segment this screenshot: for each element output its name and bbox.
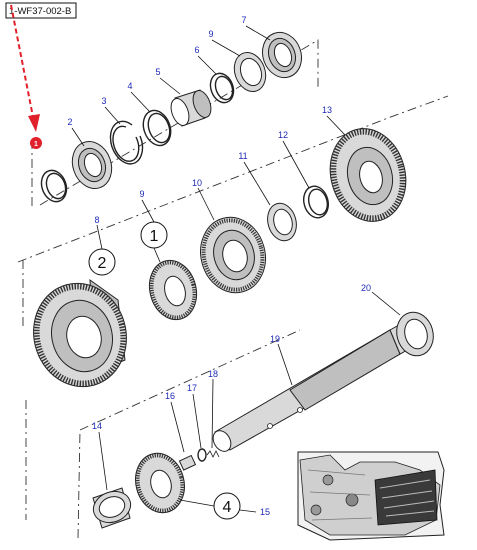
callout-7: 7 — [241, 15, 246, 25]
callout-8: 8 — [94, 215, 99, 225]
part-20-bearing — [396, 311, 434, 357]
part-4-ring — [142, 109, 172, 147]
part-8-large-gear — [33, 278, 127, 388]
part-11-bearing — [267, 202, 297, 242]
part-16-pin — [178, 454, 197, 471]
part-6-ring — [209, 72, 235, 104]
callout-14: 14 — [92, 421, 102, 431]
callout-9: 9 — [208, 29, 213, 39]
circled-label-4: 4 — [213, 492, 241, 520]
callout-numbers: 2 3 4 5 6 9 7 8 9 10 11 12 13 19 20 16 1… — [67, 15, 371, 517]
part-9-gear — [148, 259, 198, 321]
callout-4: 4 — [127, 81, 132, 91]
circled-label-2-text: 2 — [98, 255, 107, 272]
dashed-frame-top — [31, 39, 319, 210]
marker-label: 1 — [34, 141, 38, 148]
part-18-spring — [206, 450, 220, 458]
callout-10: 10 — [192, 178, 202, 188]
callout-11: 11 — [238, 151, 247, 161]
reference-code-box: 1-WF37-002-B — [5, 2, 77, 19]
circled-label-4-text: 4 — [223, 499, 232, 516]
part-15-gear — [135, 452, 185, 514]
callout-17: 17 — [187, 383, 197, 393]
callout-16: 16 — [165, 391, 175, 401]
part-2-bearing — [71, 141, 113, 189]
callout-6: 6 — [194, 45, 199, 55]
callout-15: 15 — [260, 507, 270, 517]
part-14-sleeve — [92, 487, 132, 529]
callout-20: 20 — [361, 283, 371, 293]
part-1-ring — [40, 169, 68, 203]
part-5-sleeve — [170, 89, 212, 127]
part-7-bearing — [233, 31, 303, 92]
callout-3: 3 — [101, 96, 106, 106]
leader-lines — [71, 25, 401, 513]
callout-9b: 9 — [139, 189, 144, 199]
red-arrow-icon — [10, 4, 40, 132]
callout-19: 19 — [270, 334, 280, 344]
part-17-ring — [197, 448, 207, 462]
callout-13: 13 — [322, 105, 332, 115]
part-12-ring — [302, 185, 330, 219]
part-19-shaft — [212, 319, 419, 452]
callout-5: 5 — [155, 67, 160, 77]
callout-12: 12 — [278, 130, 288, 140]
reference-code: 1-WF37-002-B — [9, 6, 71, 17]
callout-18: 18 — [208, 369, 218, 379]
dashed-frame-middle — [17, 95, 449, 330]
part-3-snap-ring — [109, 120, 144, 165]
dashed-frame-bottom — [25, 329, 301, 539]
part-13-gear — [329, 128, 407, 222]
circled-label-2: 2 — [88, 248, 116, 276]
circled-label-1: 1 — [140, 221, 168, 249]
transmission-overview-icon — [297, 451, 445, 541]
part-10-gear — [200, 216, 266, 294]
marker-icon: 1 — [30, 137, 42, 149]
callout-2: 2 — [67, 117, 72, 127]
circled-label-1-text: 1 — [150, 228, 159, 245]
